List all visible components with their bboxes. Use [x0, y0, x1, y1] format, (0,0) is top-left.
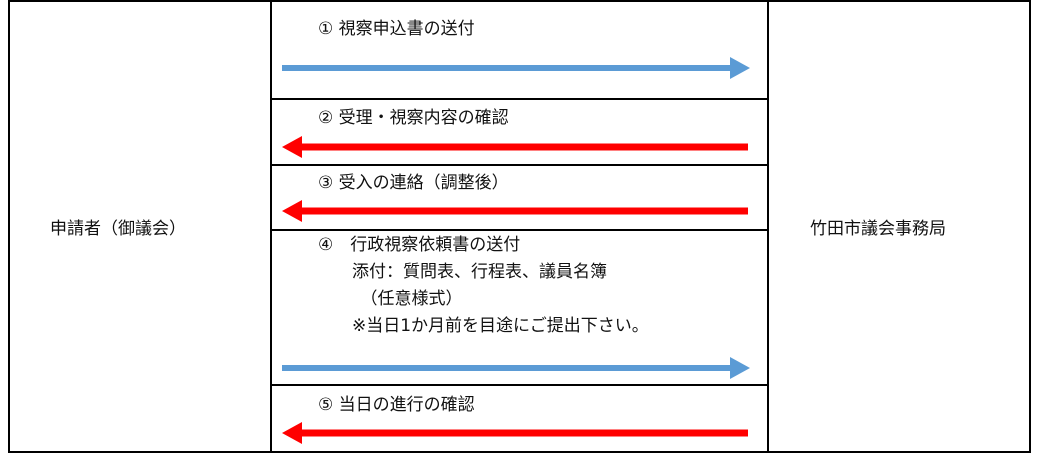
border-left [8, 0, 10, 453]
step-4-attachments: 添付：質問表、行程表、議員名簿 [318, 262, 607, 282]
column-divider-left [270, 0, 272, 453]
arrow-left-icon [282, 136, 748, 158]
step-1-text: ① 視察申込書の送付 [318, 19, 475, 39]
step-4-format-note: （任意様式） [318, 289, 463, 309]
border-right [1029, 0, 1031, 453]
border-bottom [8, 451, 1031, 453]
arrow-left-icon [282, 422, 748, 444]
step-5-text: ⑤ 当日の進行の確認 [318, 395, 475, 415]
arrow-right-icon [282, 57, 750, 79]
office-label: 竹田市議会事務局 [810, 219, 946, 239]
row-divider [270, 98, 769, 100]
column-divider-right [767, 0, 769, 453]
arrow-right-icon [282, 357, 750, 379]
step-4-deadline-note: ※当日1か月前を目途にご提出下さい。 [318, 316, 649, 336]
row-divider [270, 164, 769, 166]
step-2-text: ② 受理・視察内容の確認 [318, 108, 509, 128]
step-4-title: ④ 行政視察依頼書の送付 [318, 235, 521, 255]
applicant-label: 申請者（御議会） [50, 219, 186, 239]
step-3-text: ③ 受入の連絡（調整後） [318, 173, 509, 193]
border-top [8, 0, 1031, 2]
row-divider [270, 229, 769, 231]
row-divider [270, 384, 769, 386]
arrow-left-icon [282, 200, 748, 222]
